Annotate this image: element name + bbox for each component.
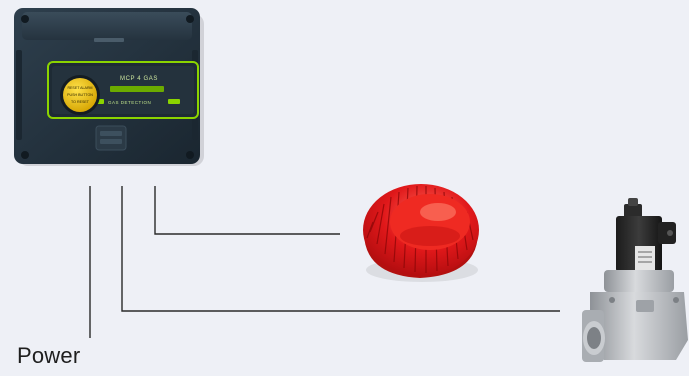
- alarm-sounder-beacon-icon: [363, 184, 479, 282]
- sounder-wire: [155, 186, 340, 234]
- valve-label-icon: [635, 246, 655, 270]
- wires: [90, 186, 560, 338]
- brand-plate-icon: [96, 126, 126, 150]
- screw-icon: [186, 15, 194, 23]
- panel-display: [110, 86, 164, 92]
- screw-icon: [186, 151, 194, 159]
- solenoid-gas-valve-icon: [582, 198, 688, 362]
- valve-wire: [122, 186, 560, 311]
- button-text-line-3: TO RESET: [71, 100, 90, 104]
- power-label: Power: [17, 343, 80, 369]
- screw-icon: [21, 151, 29, 159]
- button-text-line-2: PUSH BUTTON: [67, 93, 93, 97]
- status-led-icon: [168, 99, 180, 104]
- button-text-line-1: RESET ALARM: [67, 86, 92, 90]
- screw-icon: [21, 15, 29, 23]
- panel-caption: GAS DETECTION: [108, 100, 151, 105]
- gas-detection-controller-icon: MCP 4 GAS GAS DETECTION RESET ALARM PUSH…: [14, 8, 204, 166]
- panel-title: MCP 4 GAS: [120, 76, 158, 82]
